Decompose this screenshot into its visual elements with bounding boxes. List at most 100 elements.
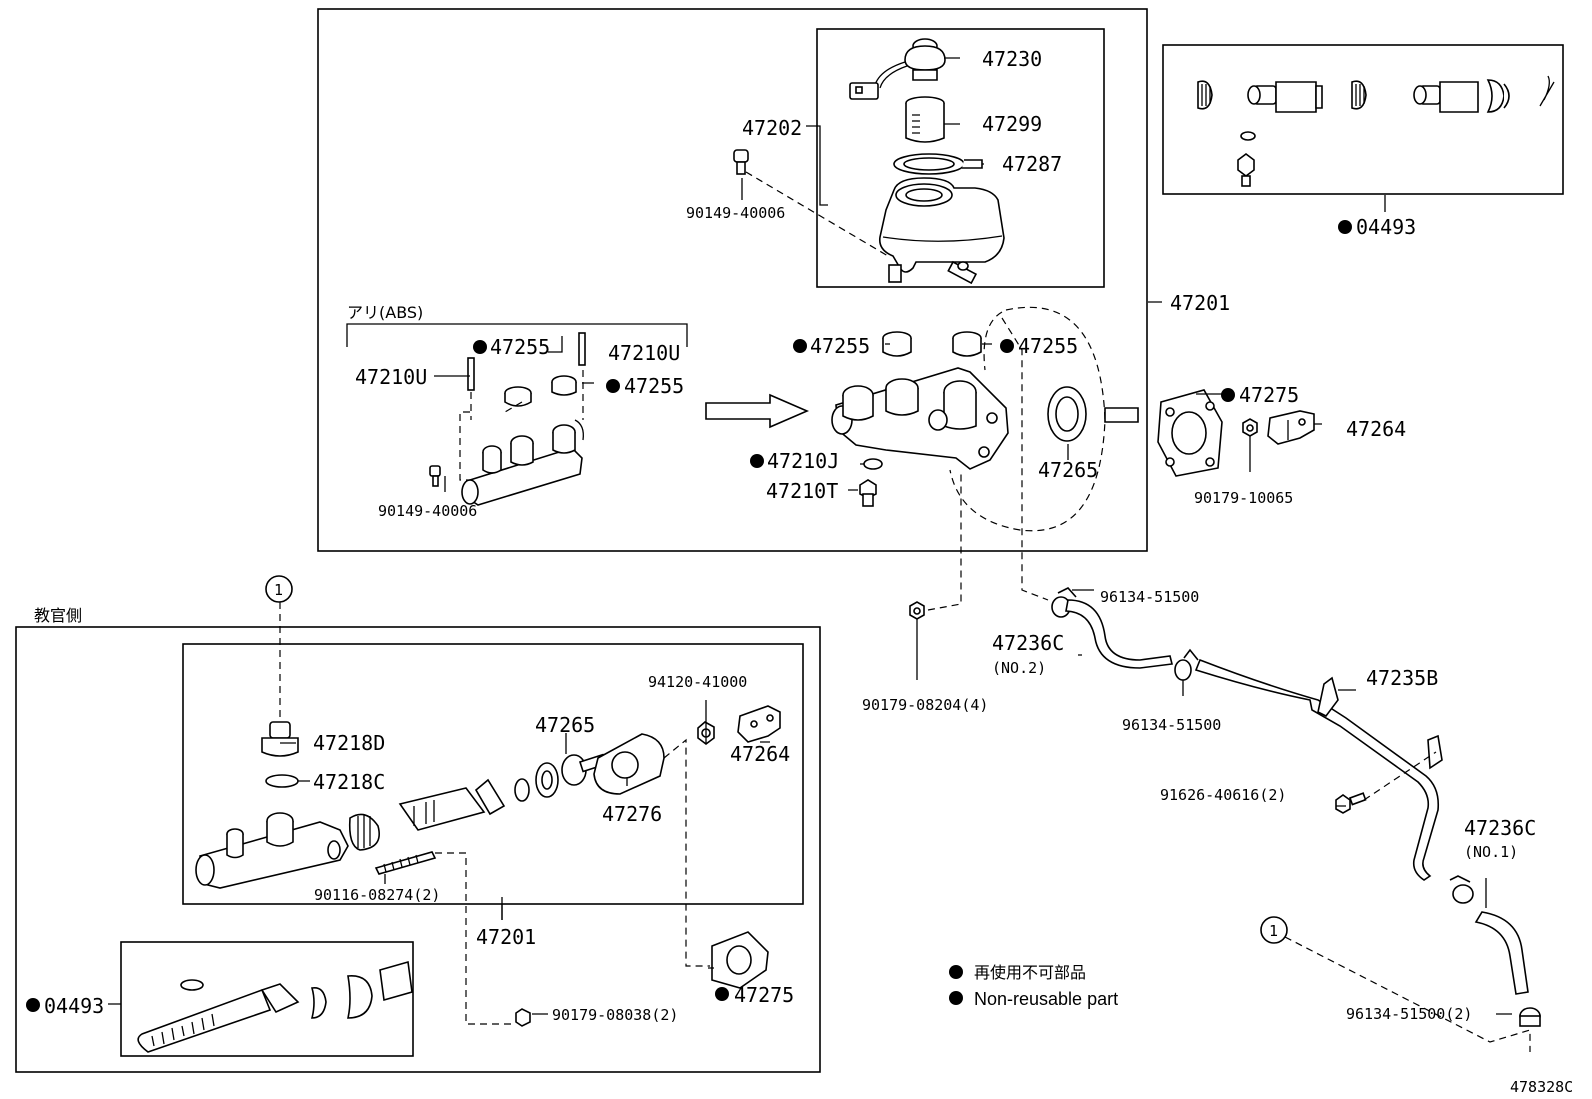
figure-id: 478328C (1510, 1078, 1573, 1096)
ref-circle-1-top-text: 1 (274, 581, 283, 599)
legend-english: Non-reusable part (974, 989, 1118, 1009)
brake-booster-outline (949, 306, 1106, 532)
union-47218D (261, 721, 299, 757)
nonreusable-dot (1338, 220, 1352, 234)
reservoir-tank (878, 177, 1005, 285)
clip-96134-mid (1174, 648, 1199, 681)
gasket-47210J (863, 458, 883, 470)
label-47236C-no2: 47236C (992, 631, 1064, 655)
reservoir-kit-frame (816, 28, 1105, 288)
hollow-arrow (705, 393, 810, 429)
reservoir-cap-gasket (893, 153, 983, 175)
repair-kit-frame-top (1162, 44, 1564, 195)
abs-screw-90149 (429, 465, 441, 487)
clip-96134-top (1051, 587, 1077, 618)
nonreusable-dot (1000, 339, 1014, 353)
abs-pin-right (578, 332, 586, 366)
repair-kit-frame-bottom (120, 941, 414, 1057)
abs-pin-left (467, 357, 475, 391)
label-47255-abs-right: 47255 (624, 374, 684, 398)
dashed-spacer-to-gasket (663, 738, 710, 967)
label-47230: 47230 (982, 47, 1042, 71)
nut-90179-10065 (1242, 418, 1258, 437)
booster-gasket-47275 (1157, 389, 1223, 477)
dashed-bolt-to-nut (435, 852, 514, 1025)
label-96134-51500-b: 96134-51500 (1122, 716, 1221, 734)
label-04493-top: 04493 (1356, 215, 1416, 239)
clip-96134-bottom (1519, 1007, 1541, 1027)
bracket-47264 (1267, 410, 1315, 445)
bolt-90116 (374, 851, 437, 875)
label-47255-abs-top: 47255 (490, 335, 550, 359)
reservoir-filter-strainer (905, 96, 945, 143)
pipe-47235B (1194, 658, 1440, 881)
label-47276: 47276 (602, 802, 662, 826)
label-94120-41000: 94120-41000 (648, 673, 747, 691)
label-no2: (NO.2) (992, 659, 1046, 677)
legend-japanese: 再使用不可部品 (974, 963, 1086, 982)
spacer-47276 (593, 733, 665, 795)
label-47275-bottom: 47275 (734, 983, 794, 1007)
nonreusable-dot (750, 454, 764, 468)
label-47255-right: 47255 (1018, 334, 1078, 358)
hose-47236C-no2 (1065, 599, 1173, 669)
dashed-booster-to-pipe (1001, 317, 1049, 601)
label-96134-51500-c: 96134-51500(2) (1346, 1005, 1472, 1023)
nonreusable-dot (793, 339, 807, 353)
label-47275-top: 47275 (1239, 383, 1299, 407)
label-47265-bottom: 47265 (535, 713, 595, 737)
nonreusable-dot (473, 340, 487, 354)
label-90149-40006-top: 90149-40006 (686, 204, 785, 222)
bolt-91626 (1335, 792, 1367, 814)
nonreusable-dot (1221, 388, 1235, 402)
label-47210J: 47210J (767, 449, 839, 473)
label-47236C-no1: 47236C (1464, 816, 1536, 840)
main-assembly-frame (317, 8, 1148, 552)
clip-96134-lower (1449, 875, 1474, 904)
dashed-abs-left (459, 411, 470, 481)
booster-outline-2 (983, 311, 1003, 371)
repair-kit-parts-bottom (137, 960, 413, 1053)
label-47299: 47299 (982, 112, 1042, 136)
label-91626-40616: 91626-40616(2) (1160, 786, 1286, 804)
label-90116-08274: 90116-08274(2) (314, 886, 440, 904)
label-90179-10065: 90179-10065 (1194, 489, 1293, 507)
dashed-abs-pin (470, 370, 584, 420)
dashed-ref1-right (1284, 936, 1531, 1052)
ref-circle-1-top (265, 575, 293, 603)
label-47210T: 47210T (766, 479, 838, 503)
hose-47236C-no1 (1474, 911, 1529, 995)
label-instructor-side: 教官側 (34, 606, 82, 625)
nonreusable-dot (715, 987, 729, 1001)
abs-bracket (346, 323, 688, 347)
label-96134-51500-a: 96134-51500 (1100, 588, 1199, 606)
nut-90179-08038 (515, 1008, 531, 1027)
gasket-47218C (265, 774, 299, 788)
label-47264-bottom: 47264 (730, 742, 790, 766)
reservoir-cap-sensor (849, 38, 946, 100)
abs-grommet-left (504, 386, 532, 407)
label-47264-top: 47264 (1346, 417, 1406, 441)
clutch-master-cylinder-body (195, 812, 349, 889)
booster-pushrod (1104, 407, 1139, 423)
label-47218C: 47218C (313, 770, 385, 794)
label-90179-08204: 90179-08204(4) (862, 696, 988, 714)
booster-seal-47265 (1047, 386, 1087, 442)
label-47265-top: 47265 (1038, 458, 1098, 482)
abs-variant-cylinder (461, 419, 584, 506)
legend-dot (949, 991, 963, 1005)
dashed-screw-to-reservoir (745, 171, 889, 257)
label-47255-left: 47255 (810, 334, 870, 358)
nut-90179-08204 (909, 601, 925, 620)
label-47235B: 47235B (1366, 666, 1438, 690)
reservoir-grommet-right (952, 331, 982, 357)
gasket-47275-bottom (711, 931, 769, 989)
nonreusable-dot (26, 998, 40, 1012)
bracket-47264-bottom (737, 705, 781, 743)
label-47210U-right: 47210U (608, 341, 680, 365)
bolt-47210T (859, 479, 877, 507)
label-47218D: 47218D (313, 731, 385, 755)
screw-90149-top (733, 149, 749, 175)
legend-dot (949, 965, 963, 979)
